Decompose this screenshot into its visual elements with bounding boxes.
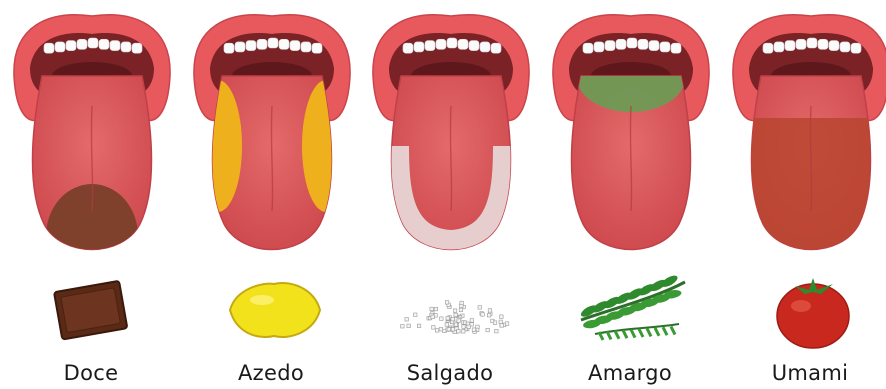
taste-panel-arugula: Amargo — [541, 0, 719, 389]
taste-panel-lemon: Azedo — [182, 0, 360, 389]
taste-label: Salgado — [361, 361, 539, 385]
salt-icon — [401, 301, 509, 334]
taste-zone-whole — [743, 118, 883, 256]
tongue-illustration — [723, 6, 886, 256]
taste-panel-salt: Salgado — [361, 0, 539, 389]
tongue-illustration — [4, 6, 180, 256]
taste-panel-chocolate: Doce — [2, 0, 180, 389]
chocolate-icon — [54, 281, 127, 340]
tongue-illustration — [363, 6, 539, 256]
taste-panel-tomato: Umami — [721, 0, 886, 389]
taste-label: Doce — [2, 361, 180, 385]
food-illustration — [395, 268, 511, 352]
tongue-illustration — [543, 6, 719, 256]
taste-label: Azedo — [182, 361, 360, 385]
arugula-icon — [579, 273, 685, 340]
tomato-icon — [777, 278, 849, 348]
lemon-icon — [230, 283, 320, 337]
food-illustration — [36, 268, 152, 352]
tongue-illustration — [184, 6, 360, 256]
food-illustration — [575, 268, 691, 352]
food-illustration — [755, 268, 871, 352]
taste-label: Amargo — [541, 361, 719, 385]
taste-label: Umami — [721, 361, 886, 385]
food-illustration — [216, 268, 332, 352]
